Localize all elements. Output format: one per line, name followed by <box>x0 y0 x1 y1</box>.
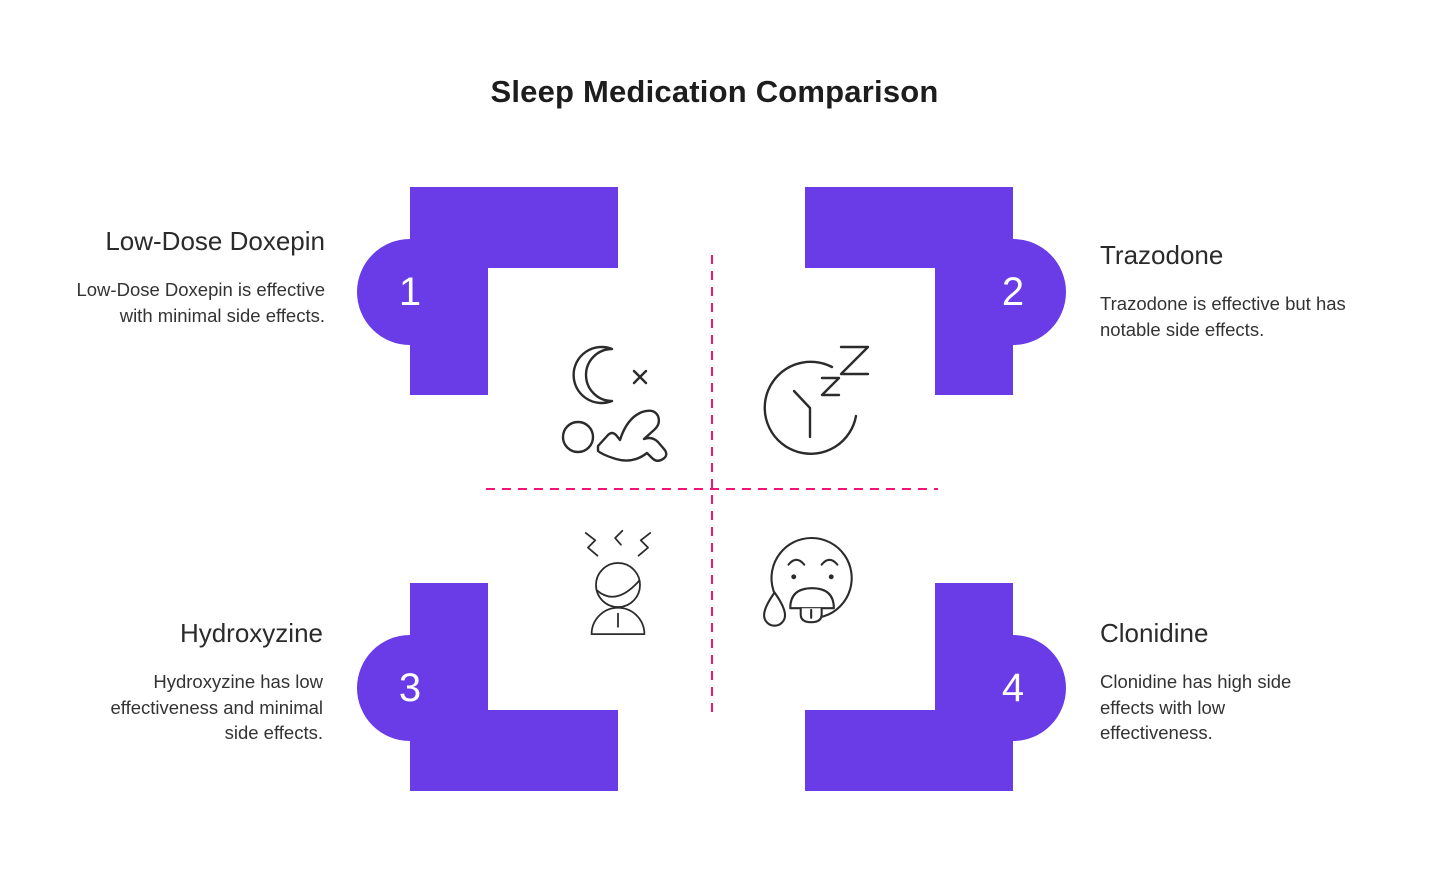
step2-number: 2 <box>1001 270 1025 314</box>
step4-title: Clonidine <box>1100 618 1209 648</box>
step2-title: Trazodone <box>1100 240 1224 270</box>
step3-number-badge: 3 <box>357 635 463 741</box>
step2-text-block: Trazodone Trazodone is effective but has… <box>1100 240 1352 342</box>
step1-description: Low-Dose Doxepin is effective with minim… <box>76 279 325 326</box>
step1-title: Low-Dose Doxepin <box>105 226 325 256</box>
nauseated-face-icon <box>763 536 853 627</box>
step3-title: Hydroxyzine <box>179 618 323 648</box>
step1-number: 1 <box>398 270 422 314</box>
page-title: Sleep Medication Comparison <box>490 74 939 109</box>
step4-text-block: Clonidine Clonidine has high side effect… <box>1100 618 1328 746</box>
stress-headache-person-icon <box>584 529 652 636</box>
step3-description: Hydroxyzine has low effectiveness and mi… <box>110 671 323 744</box>
step1-number-badge: 1 <box>357 239 463 345</box>
step1-text-block: Low-Dose Doxepin Low-Dose Doxepin is eff… <box>70 226 325 328</box>
step2-description: Trazodone is effective but has notable s… <box>1100 293 1346 340</box>
sleep-clock-zzz-icon <box>763 345 870 455</box>
step3-number: 3 <box>398 666 422 710</box>
crescent-moon-sleeper-icon <box>561 345 668 462</box>
step3-text-block: Hydroxyzine Hydroxyzine has low effectiv… <box>73 618 323 746</box>
step4-number: 4 <box>1001 666 1025 710</box>
step4-number-badge: 4 <box>960 635 1066 741</box>
step2-number-badge: 2 <box>960 239 1066 345</box>
step4-description: Clonidine has high side effects with low… <box>1100 671 1292 744</box>
